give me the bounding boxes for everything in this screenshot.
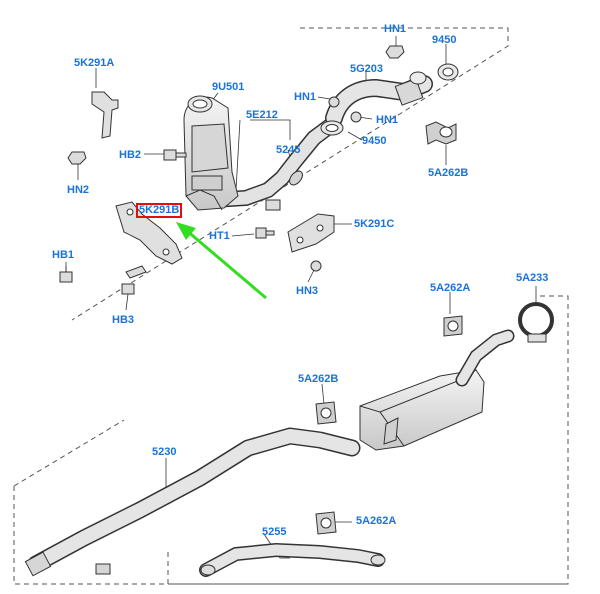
group-boundaries [13, 27, 569, 585]
fasteners [59, 45, 405, 295]
label-9450-top: 9450 [432, 34, 457, 46]
bolt-hb3 [121, 265, 147, 295]
bolt-hb1 [59, 266, 73, 283]
insulator-5a262b-mid [315, 401, 337, 425]
label-hn2: HN2 [67, 184, 90, 196]
highlight-arrow [176, 222, 267, 300]
label-hb2: HB2 [119, 149, 142, 161]
nut-hn1-mid [328, 96, 340, 108]
label-hn1-top: HN1 [384, 23, 407, 35]
bracket-5k291b [115, 201, 183, 265]
front-pipe-5245 [204, 118, 338, 211]
label-5245: 5245 [276, 144, 301, 156]
label-5a233: 5A233 [516, 272, 549, 284]
bolt-ht1 [255, 227, 275, 239]
label-9450-low: 9450 [362, 135, 387, 147]
label-hb3: HB3 [112, 314, 135, 326]
label-5a262b-top: 5A262B [428, 167, 469, 179]
clamp-5a233 [518, 302, 554, 343]
label-5230: 5230 [152, 446, 177, 458]
label-5k291c: 5K291C [354, 218, 395, 230]
catalytic-converter-5e212 [183, 95, 239, 211]
center-pipe-5230 [24, 427, 361, 577]
label-5e212: 5E212 [246, 109, 278, 121]
insulator-5a262a-top [443, 315, 463, 337]
label-5k291b-highlighted: 5K291B [136, 203, 183, 218]
label-5a262b-mid: 5A262B [298, 373, 339, 385]
insulator-5a262a-bottom [315, 511, 337, 535]
left-edge-boundary [13, 419, 125, 487]
tailpipe-5255 [199, 542, 386, 577]
label-5255: 5255 [262, 526, 287, 538]
leader-lines [65, 36, 537, 559]
gasket-9450-low [320, 120, 344, 136]
gasket-9450-top [437, 63, 459, 81]
nut-hn1-low [350, 111, 362, 123]
label-9u501: 9U501 [212, 81, 245, 93]
bracket-5k291a [91, 91, 119, 139]
tailpipe-group-boundary [167, 552, 568, 585]
lower-group-boundary [13, 295, 569, 585]
nut-hn2 [67, 151, 87, 165]
label-hb1: HB1 [52, 249, 75, 261]
label-5g203: 5G203 [350, 63, 384, 75]
nut-hn1-top [385, 45, 405, 59]
bolt-hb2 [163, 149, 187, 161]
label-ht1: HT1 [209, 230, 230, 242]
insulator-5a262b-top [425, 121, 457, 145]
label-5a262a-bottom: 5A262A [356, 515, 397, 527]
bracket-5k291c [287, 213, 335, 253]
label-hn3: HN3 [296, 285, 319, 297]
upper-group-boundary [71, 27, 509, 321]
label-5a262a-top: 5A262A [430, 282, 471, 294]
nut-hn3 [310, 260, 322, 272]
label-hn1-low: HN1 [376, 114, 399, 126]
silencer-assembly [359, 329, 515, 451]
intermediate-pipe-5g203 [325, 71, 433, 127]
label-5k291a: 5K291A [74, 57, 115, 69]
label-hn1-mid: HN1 [294, 91, 317, 103]
